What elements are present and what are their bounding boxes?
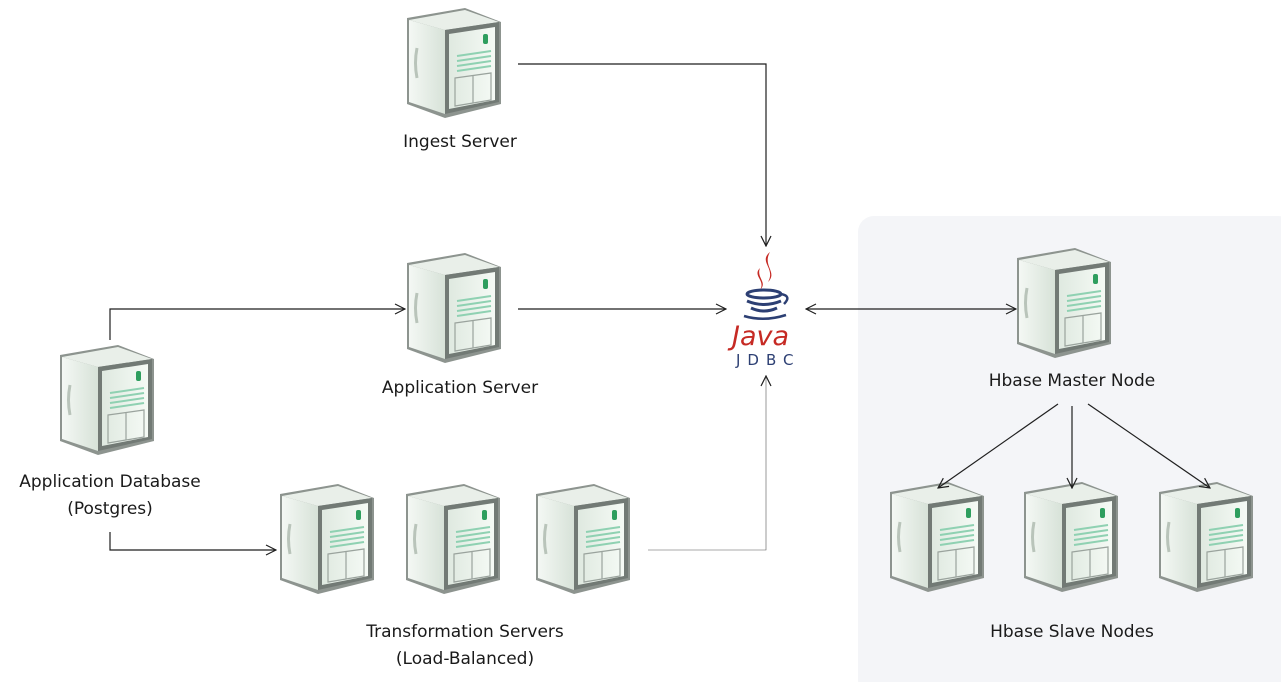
transformation-to-jdbc-connector — [648, 376, 766, 551]
application-database-icon — [58, 343, 156, 457]
transformation-server-icon — [404, 482, 502, 596]
java-cup-icon — [743, 252, 789, 320]
application-database-sublabel: (Postgres) — [67, 499, 153, 519]
transformation-servers-sublabel: (Load-Balanced) — [396, 649, 534, 669]
ingest-to-jdbc-connector — [518, 63, 766, 246]
transformation-server-icon — [278, 482, 376, 596]
transformation-server-icon — [534, 482, 632, 596]
hbase-slave-server-icon — [1022, 480, 1120, 594]
application-server-icon — [405, 251, 503, 365]
java-wordmark: Java — [727, 321, 789, 352]
db-to-transformation-connector — [109, 532, 276, 550]
application-server-label: Application Server — [382, 378, 538, 398]
ingest-server-label: Ingest Server — [403, 132, 517, 152]
hbase-slave-server-icon — [1157, 480, 1255, 594]
jdbc-wordmark: JDBC — [735, 351, 800, 369]
hbase-master-label: Hbase Master Node — [989, 371, 1156, 391]
transformation-servers-label: Transformation Servers — [365, 622, 564, 642]
master-to-slave-left-connector — [938, 403, 1059, 488]
application-database-label: Application Database — [19, 472, 201, 492]
ingest-server-icon — [405, 6, 503, 120]
hbase-master-server-icon — [1015, 246, 1113, 360]
db-to-app-server-connector — [109, 309, 405, 340]
java-jdbc-logo: Java JDBC — [727, 252, 800, 369]
hbase-slave-server-icon — [888, 480, 986, 594]
hbase-slaves-label: Hbase Slave Nodes — [990, 622, 1154, 642]
master-to-slave-right-connector — [1087, 403, 1210, 488]
